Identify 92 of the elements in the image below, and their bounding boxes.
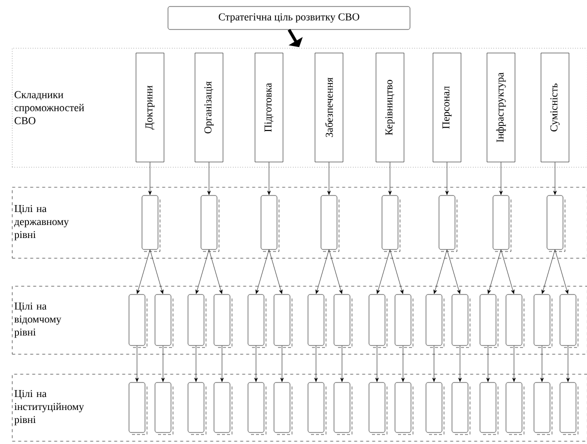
arrow (553, 162, 557, 195)
goal-box (546, 195, 566, 252)
arrow (314, 345, 318, 382)
arrow (375, 345, 379, 382)
capability-box: Організація (194, 52, 224, 162)
arrow (136, 249, 150, 294)
goal-box (452, 294, 470, 348)
arrow (267, 162, 271, 195)
goal-box (394, 382, 414, 435)
capability-box: Сумісність (540, 52, 570, 162)
goal-box (214, 294, 232, 348)
arrow (327, 162, 331, 195)
goal-box (394, 294, 414, 348)
goal-box (382, 195, 400, 252)
arrow (432, 345, 436, 382)
arrow (150, 249, 164, 294)
goal-box (154, 294, 174, 348)
goal-box (214, 382, 232, 435)
arrow (401, 345, 405, 382)
arrow (280, 345, 284, 382)
goal-box (274, 294, 292, 348)
arrow (486, 345, 490, 382)
goal-box (560, 382, 578, 435)
goal-box (308, 382, 326, 435)
arrow (388, 162, 392, 195)
goal-box (128, 294, 148, 348)
capability-box: Підготовка (254, 52, 284, 162)
goal-box (274, 382, 292, 435)
arrow (499, 162, 503, 195)
arrow (135, 345, 139, 382)
capability-box: Забезпечення (314, 52, 344, 162)
goal-box (188, 294, 206, 348)
goal-box (480, 382, 498, 435)
arrow (500, 249, 514, 294)
goal-box (534, 294, 552, 348)
arrow (161, 345, 165, 382)
capability-box: Керівництво (376, 52, 404, 162)
goal-box (426, 382, 444, 435)
level-band: Цілі на інституційному рівні (12, 374, 587, 442)
goal-box (560, 294, 578, 348)
goal-box (260, 195, 280, 252)
goal-box: Стратегічна ціль розвитку СВО (168, 6, 410, 30)
goal-box (368, 294, 388, 348)
goal-box (142, 195, 160, 252)
goal-box (492, 195, 512, 252)
goal-box (426, 294, 444, 348)
arrow (445, 162, 449, 195)
goal-box (154, 382, 174, 435)
level-band: Цілі на державному рівні (12, 187, 587, 258)
goal-box (128, 382, 148, 435)
arrow (196, 249, 210, 294)
arrow (446, 249, 460, 294)
goal-box (200, 195, 220, 252)
arrow (268, 249, 282, 294)
arrow (542, 249, 556, 294)
goal-box (248, 294, 266, 348)
capability-box: Доктрини (136, 52, 164, 162)
goal-box (334, 382, 352, 435)
arrow (434, 249, 448, 294)
arrow (328, 249, 342, 294)
arrow (458, 345, 462, 382)
arrow (207, 162, 211, 195)
level-band: Цілі на відомчому рівні (12, 286, 587, 354)
capability-box: Персонал (432, 52, 462, 162)
arrow (540, 345, 544, 382)
arrow (376, 249, 390, 294)
goal-box (368, 382, 388, 435)
arrow (566, 345, 570, 382)
arrow (512, 345, 516, 382)
goal-box (320, 195, 340, 252)
arrow (254, 345, 258, 382)
arrow (194, 345, 198, 382)
arrow (148, 162, 152, 195)
arrow (390, 249, 404, 294)
goal-box (480, 294, 498, 348)
goal-box (308, 294, 326, 348)
arrow (554, 249, 568, 294)
goal-box (534, 382, 552, 435)
goal-box (248, 382, 266, 435)
arrow (488, 249, 502, 294)
arrow (256, 249, 270, 294)
goal-box (334, 294, 352, 348)
arrow (340, 345, 344, 382)
capability-box: Інфраструктура (486, 52, 516, 162)
arrow (208, 249, 222, 294)
goal-box (452, 382, 470, 435)
arrow (220, 345, 224, 382)
goal-box (438, 195, 458, 252)
goal-box (506, 294, 524, 348)
goal-box (188, 382, 206, 435)
arrow (316, 249, 330, 294)
goal-box (506, 382, 524, 435)
